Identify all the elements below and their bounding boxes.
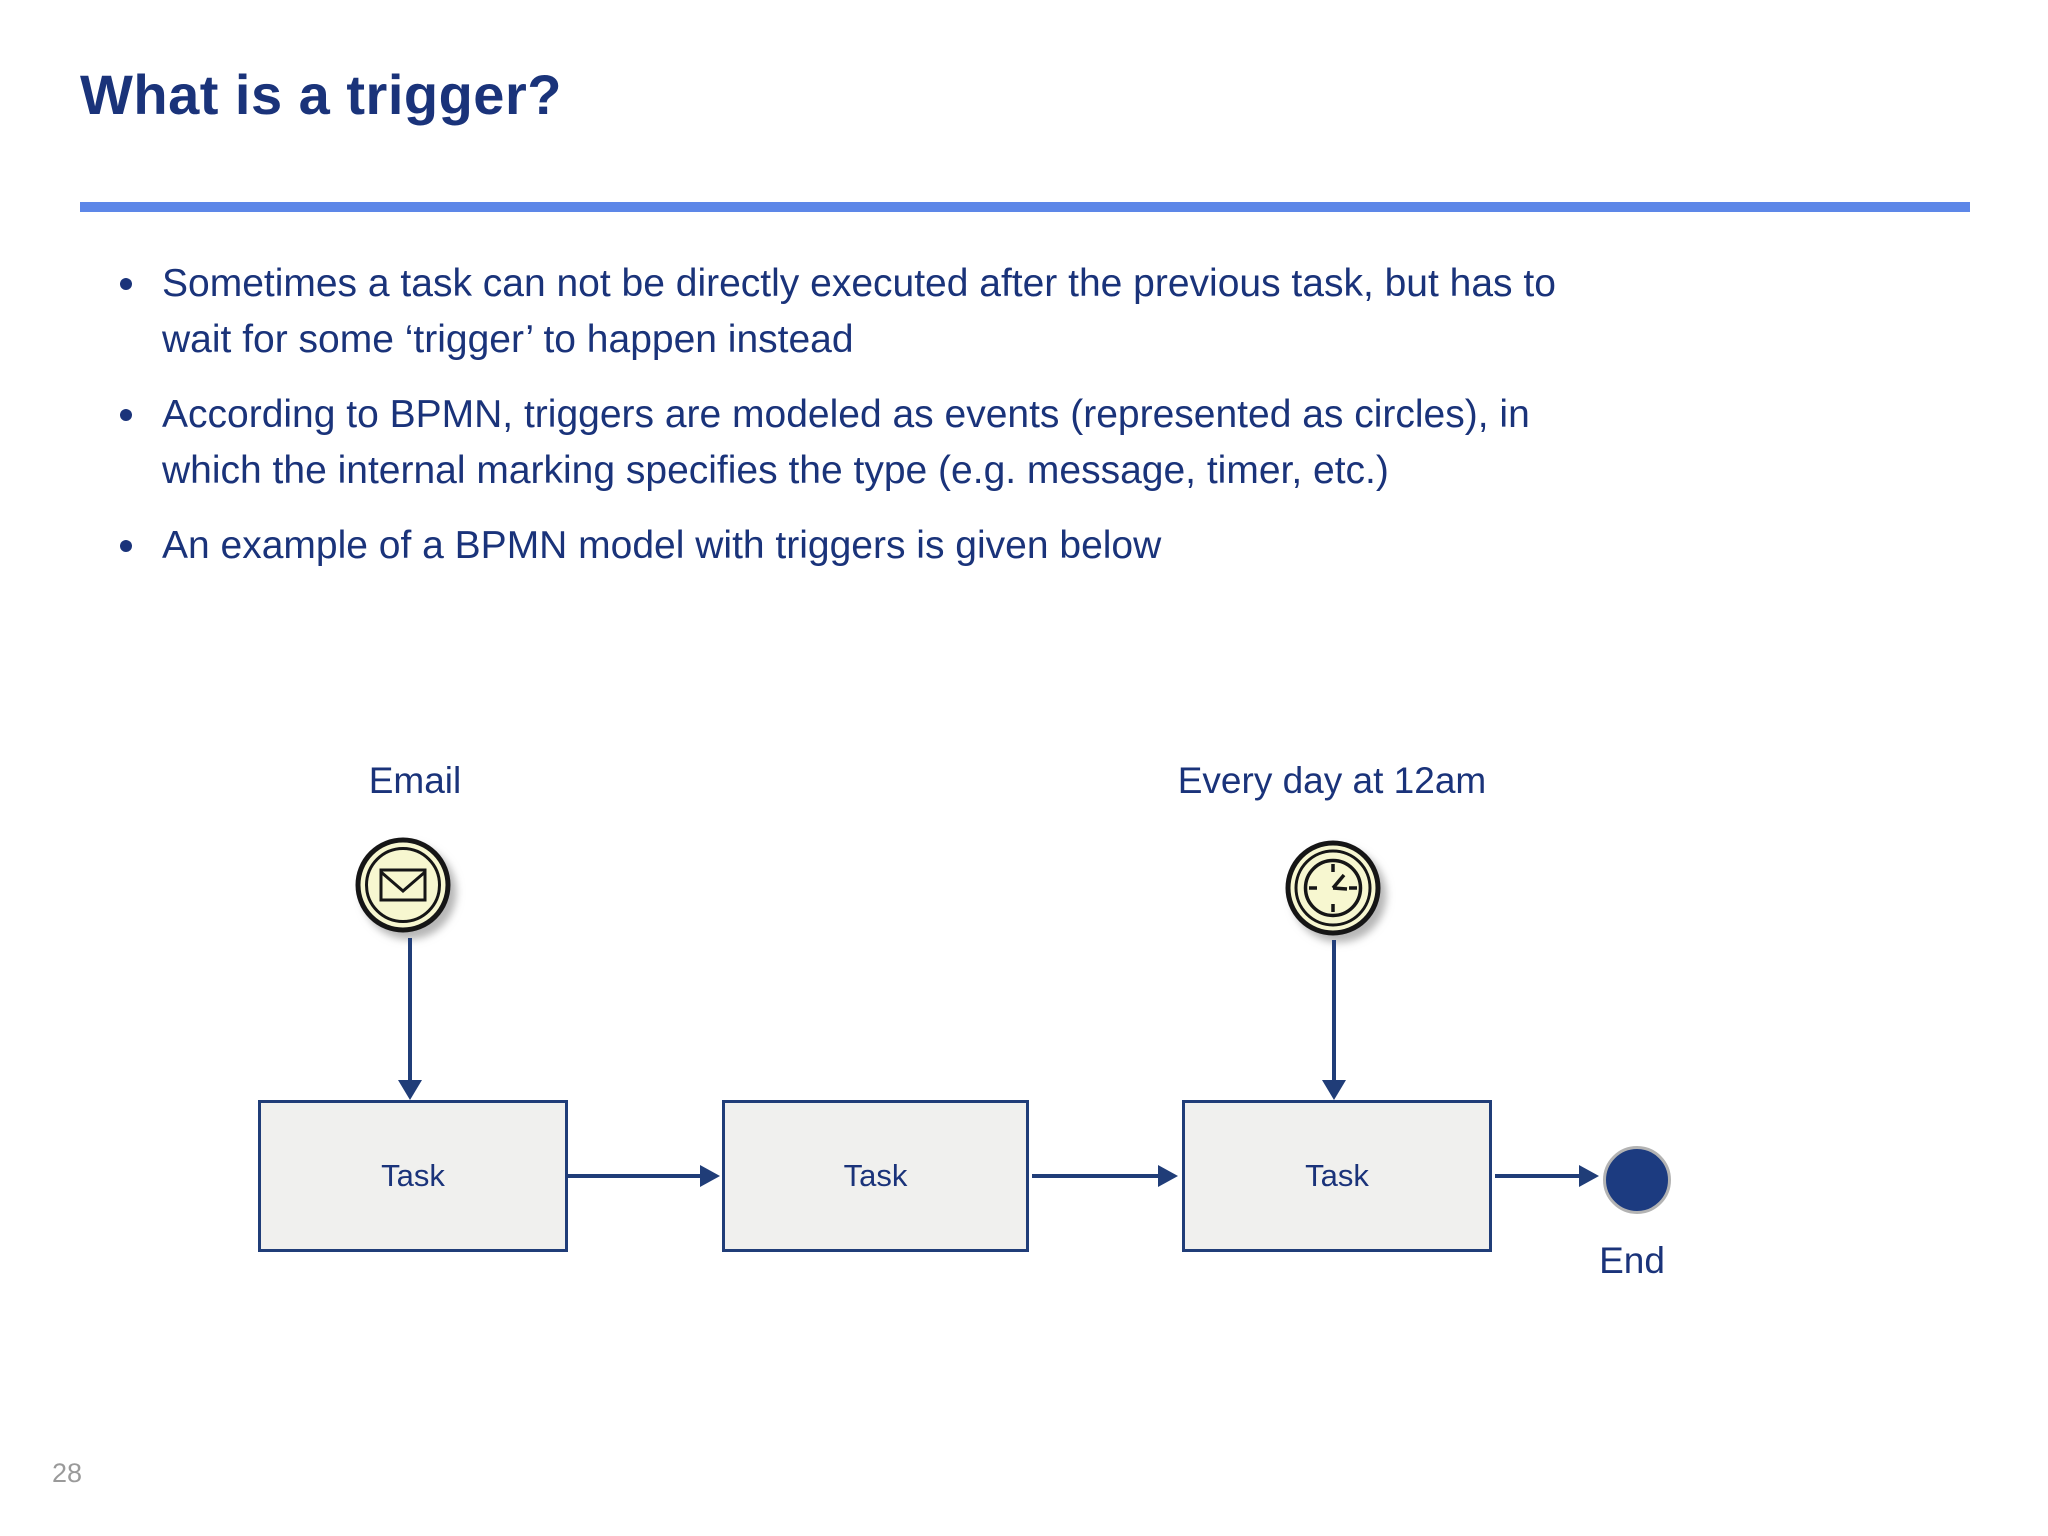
arrowhead-down-icon: [398, 1080, 422, 1100]
bullet-dot-icon: [120, 540, 132, 552]
page-title: What is a trigger?: [80, 63, 562, 126]
message-event-icon: [355, 837, 451, 933]
bullet-item: An example of a BPMN model with triggers…: [112, 518, 1672, 574]
arrowhead-right-icon: [1158, 1165, 1178, 1187]
bullet-text-line: Sometimes a task can not be directly exe…: [162, 262, 1556, 305]
event-label-email: Email: [368, 760, 462, 801]
task-box-3: Task: [1182, 1100, 1492, 1252]
task-box-2: Task: [722, 1100, 1029, 1252]
task-box-1: Task: [258, 1100, 568, 1252]
arrowhead-right-icon: [700, 1165, 720, 1187]
connector-task1-task2: [568, 1174, 702, 1178]
end-event-label: End: [1599, 1240, 1665, 1281]
task-label: Task: [1305, 1158, 1369, 1193]
bullet-dot-icon: [120, 278, 132, 290]
page-number: 28: [52, 1458, 83, 1488]
timer-event-icon: [1285, 840, 1381, 936]
bullet-item: Sometimes a task can not be directly exe…: [112, 256, 1672, 368]
connector-timer-to-task: [1332, 940, 1336, 1082]
bullet-item: According to BPMN, triggers are modeled …: [112, 387, 1672, 499]
arrowhead-down-icon: [1322, 1080, 1346, 1100]
task-label: Task: [843, 1158, 908, 1193]
end-event-icon: [1603, 1146, 1671, 1214]
bullet-text-line: An example of a BPMN model with triggers…: [162, 524, 1162, 567]
task-label: Task: [381, 1158, 445, 1193]
connector-task3-end: [1495, 1174, 1581, 1178]
title-underline: [80, 202, 1970, 212]
bullet-dot-icon: [120, 409, 132, 421]
connector-task2-task3: [1032, 1174, 1160, 1178]
bullet-text-line: wait for some ‘trigger’ to happen instea…: [162, 318, 854, 361]
bullet-list: Sometimes a task can not be directly exe…: [112, 256, 1672, 593]
bullet-text-line: According to BPMN, triggers are modeled …: [162, 393, 1530, 436]
connector-email-to-task: [408, 938, 412, 1082]
arrowhead-right-icon: [1579, 1165, 1599, 1187]
event-label-timer: Every day at 12am: [1177, 760, 1487, 801]
bullet-text-line: which the internal marking specifies the…: [162, 449, 1389, 492]
